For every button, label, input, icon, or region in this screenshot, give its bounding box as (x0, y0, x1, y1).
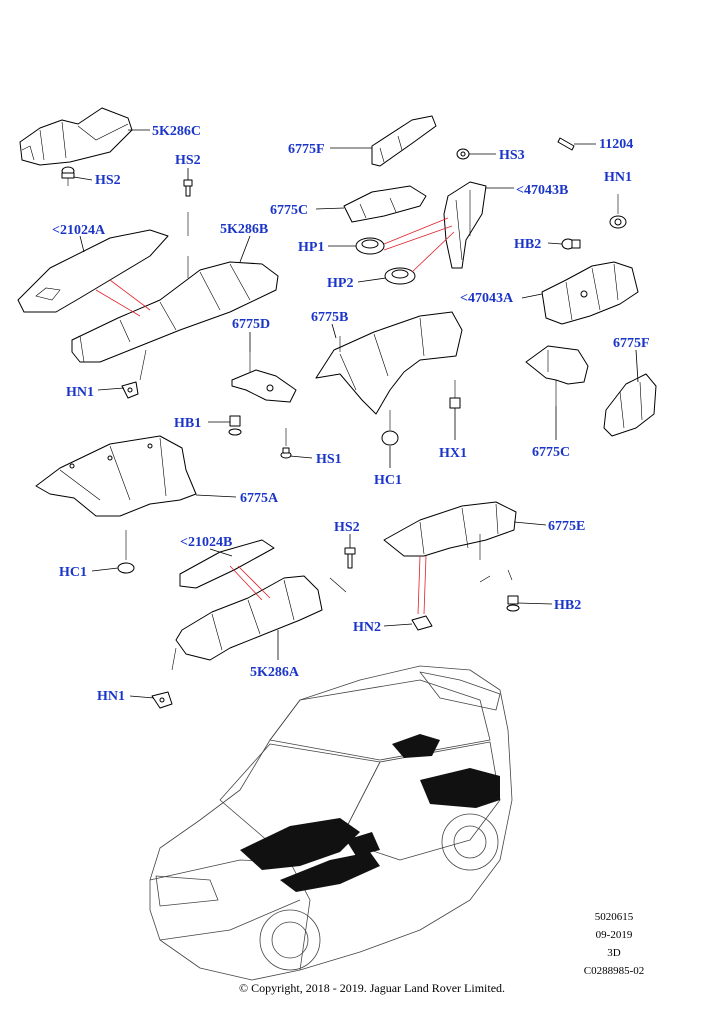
part-hp2-plug (384, 267, 416, 285)
part-21024a (17, 229, 169, 313)
label-5k286c[interactable]: 5K286C (152, 124, 201, 139)
diagram-date: 09-2019 (596, 929, 633, 941)
part-hp1-plug (355, 237, 385, 255)
part-6775c-2 (525, 345, 589, 406)
label-6775a[interactable]: 6775A (240, 491, 279, 506)
red-reference-lines (95, 217, 455, 615)
part-21024b (179, 539, 275, 589)
label-hn2[interactable]: HN2 (353, 620, 381, 635)
diagram-code: C0288985-02 (584, 965, 645, 977)
part-hs1-screw (280, 428, 292, 459)
label-hc1-1[interactable]: HC1 (59, 565, 87, 580)
diagram-meta: 5020615 09-2019 3D C0288985-02 (584, 911, 645, 977)
part-6775f-1 (371, 115, 437, 167)
label-21024b[interactable]: <21024B (180, 535, 232, 550)
label-hs2-3[interactable]: HS2 (334, 520, 360, 535)
label-hx1[interactable]: HX1 (439, 446, 467, 461)
label-hn1-1[interactable]: HN1 (66, 385, 94, 400)
label-21024a[interactable]: <21024A (52, 223, 106, 238)
part-hc1-clip-2 (381, 410, 399, 446)
part-hn1-nut-1 (121, 349, 147, 399)
part-hs2-screw-3 (329, 547, 356, 593)
label-hb1[interactable]: HB1 (174, 416, 201, 431)
part-hc1-clip-1 (117, 530, 135, 574)
label-47043a[interactable]: <47043A (460, 291, 514, 306)
part-hs3-clip (456, 148, 470, 160)
diagram-view: 3D (607, 947, 621, 959)
part-5k286c (19, 107, 133, 166)
part-hs2-screw-2 (183, 179, 193, 236)
part-47043a (541, 261, 639, 325)
label-5k286a[interactable]: 5K286A (250, 665, 300, 680)
label-47043b[interactable]: <47043B (516, 183, 568, 198)
part-6775a (35, 435, 197, 517)
part-hb2-bolt-2 (506, 595, 520, 612)
label-hc1-2[interactable]: HC1 (374, 473, 402, 488)
part-5k286b (71, 256, 279, 363)
part-6775e (383, 501, 517, 583)
label-5k286b[interactable]: 5K286B (220, 222, 268, 237)
label-hb2-1[interactable]: HB2 (514, 237, 541, 252)
part-hx1-fastener (449, 380, 461, 409)
part-6775b (315, 311, 463, 415)
diagram-number: 5020615 (595, 911, 634, 923)
part-hn1-nut-2 (151, 691, 173, 709)
label-hs3[interactable]: HS3 (499, 148, 525, 163)
label-hn1-3[interactable]: HN1 (604, 170, 632, 185)
label-6775c-2[interactable]: 6775C (532, 445, 570, 460)
label-hs2-2[interactable]: HS2 (175, 153, 201, 168)
label-hp2[interactable]: HP2 (327, 276, 353, 291)
part-11204-pin (557, 137, 575, 151)
label-hn1-2[interactable]: HN1 (97, 689, 125, 704)
label-6775f-2[interactable]: 6775F (613, 336, 650, 351)
part-hs2-clip-1 (61, 166, 75, 186)
copyright-notice: © Copyright, 2018 - 2019. Jaguar Land Ro… (239, 981, 505, 995)
label-6775e[interactable]: 6775E (548, 519, 585, 534)
vehicle-illustration (149, 665, 513, 981)
label-6775f-1[interactable]: 6775F (288, 142, 325, 157)
label-6775b[interactable]: 6775B (311, 310, 348, 325)
part-hn2-nut (411, 615, 433, 631)
part-6775f-2 (603, 373, 657, 437)
leader-lines (73, 129, 639, 699)
label-hs2-1[interactable]: HS2 (95, 173, 121, 188)
part-5k286a (171, 575, 323, 671)
part-hn1-nut-3 (609, 194, 627, 229)
part-hb2-bolt-1 (561, 238, 581, 250)
part-6775d (231, 352, 297, 403)
label-hs1[interactable]: HS1 (316, 452, 342, 467)
label-11204[interactable]: 11204 (599, 137, 633, 152)
part-47043b (443, 181, 487, 269)
label-hb2-2[interactable]: HB2 (554, 598, 581, 613)
label-hp1[interactable]: HP1 (298, 240, 324, 255)
part-6775c-1 (343, 185, 427, 223)
label-6775d[interactable]: 6775D (232, 317, 270, 332)
part-hb1-bolt (228, 415, 242, 436)
label-6775c-1[interactable]: 6775C (270, 203, 308, 218)
callout-labels: 5K286C HS2 HS2 <21024A 5K286B HN1 6775D … (52, 124, 650, 704)
